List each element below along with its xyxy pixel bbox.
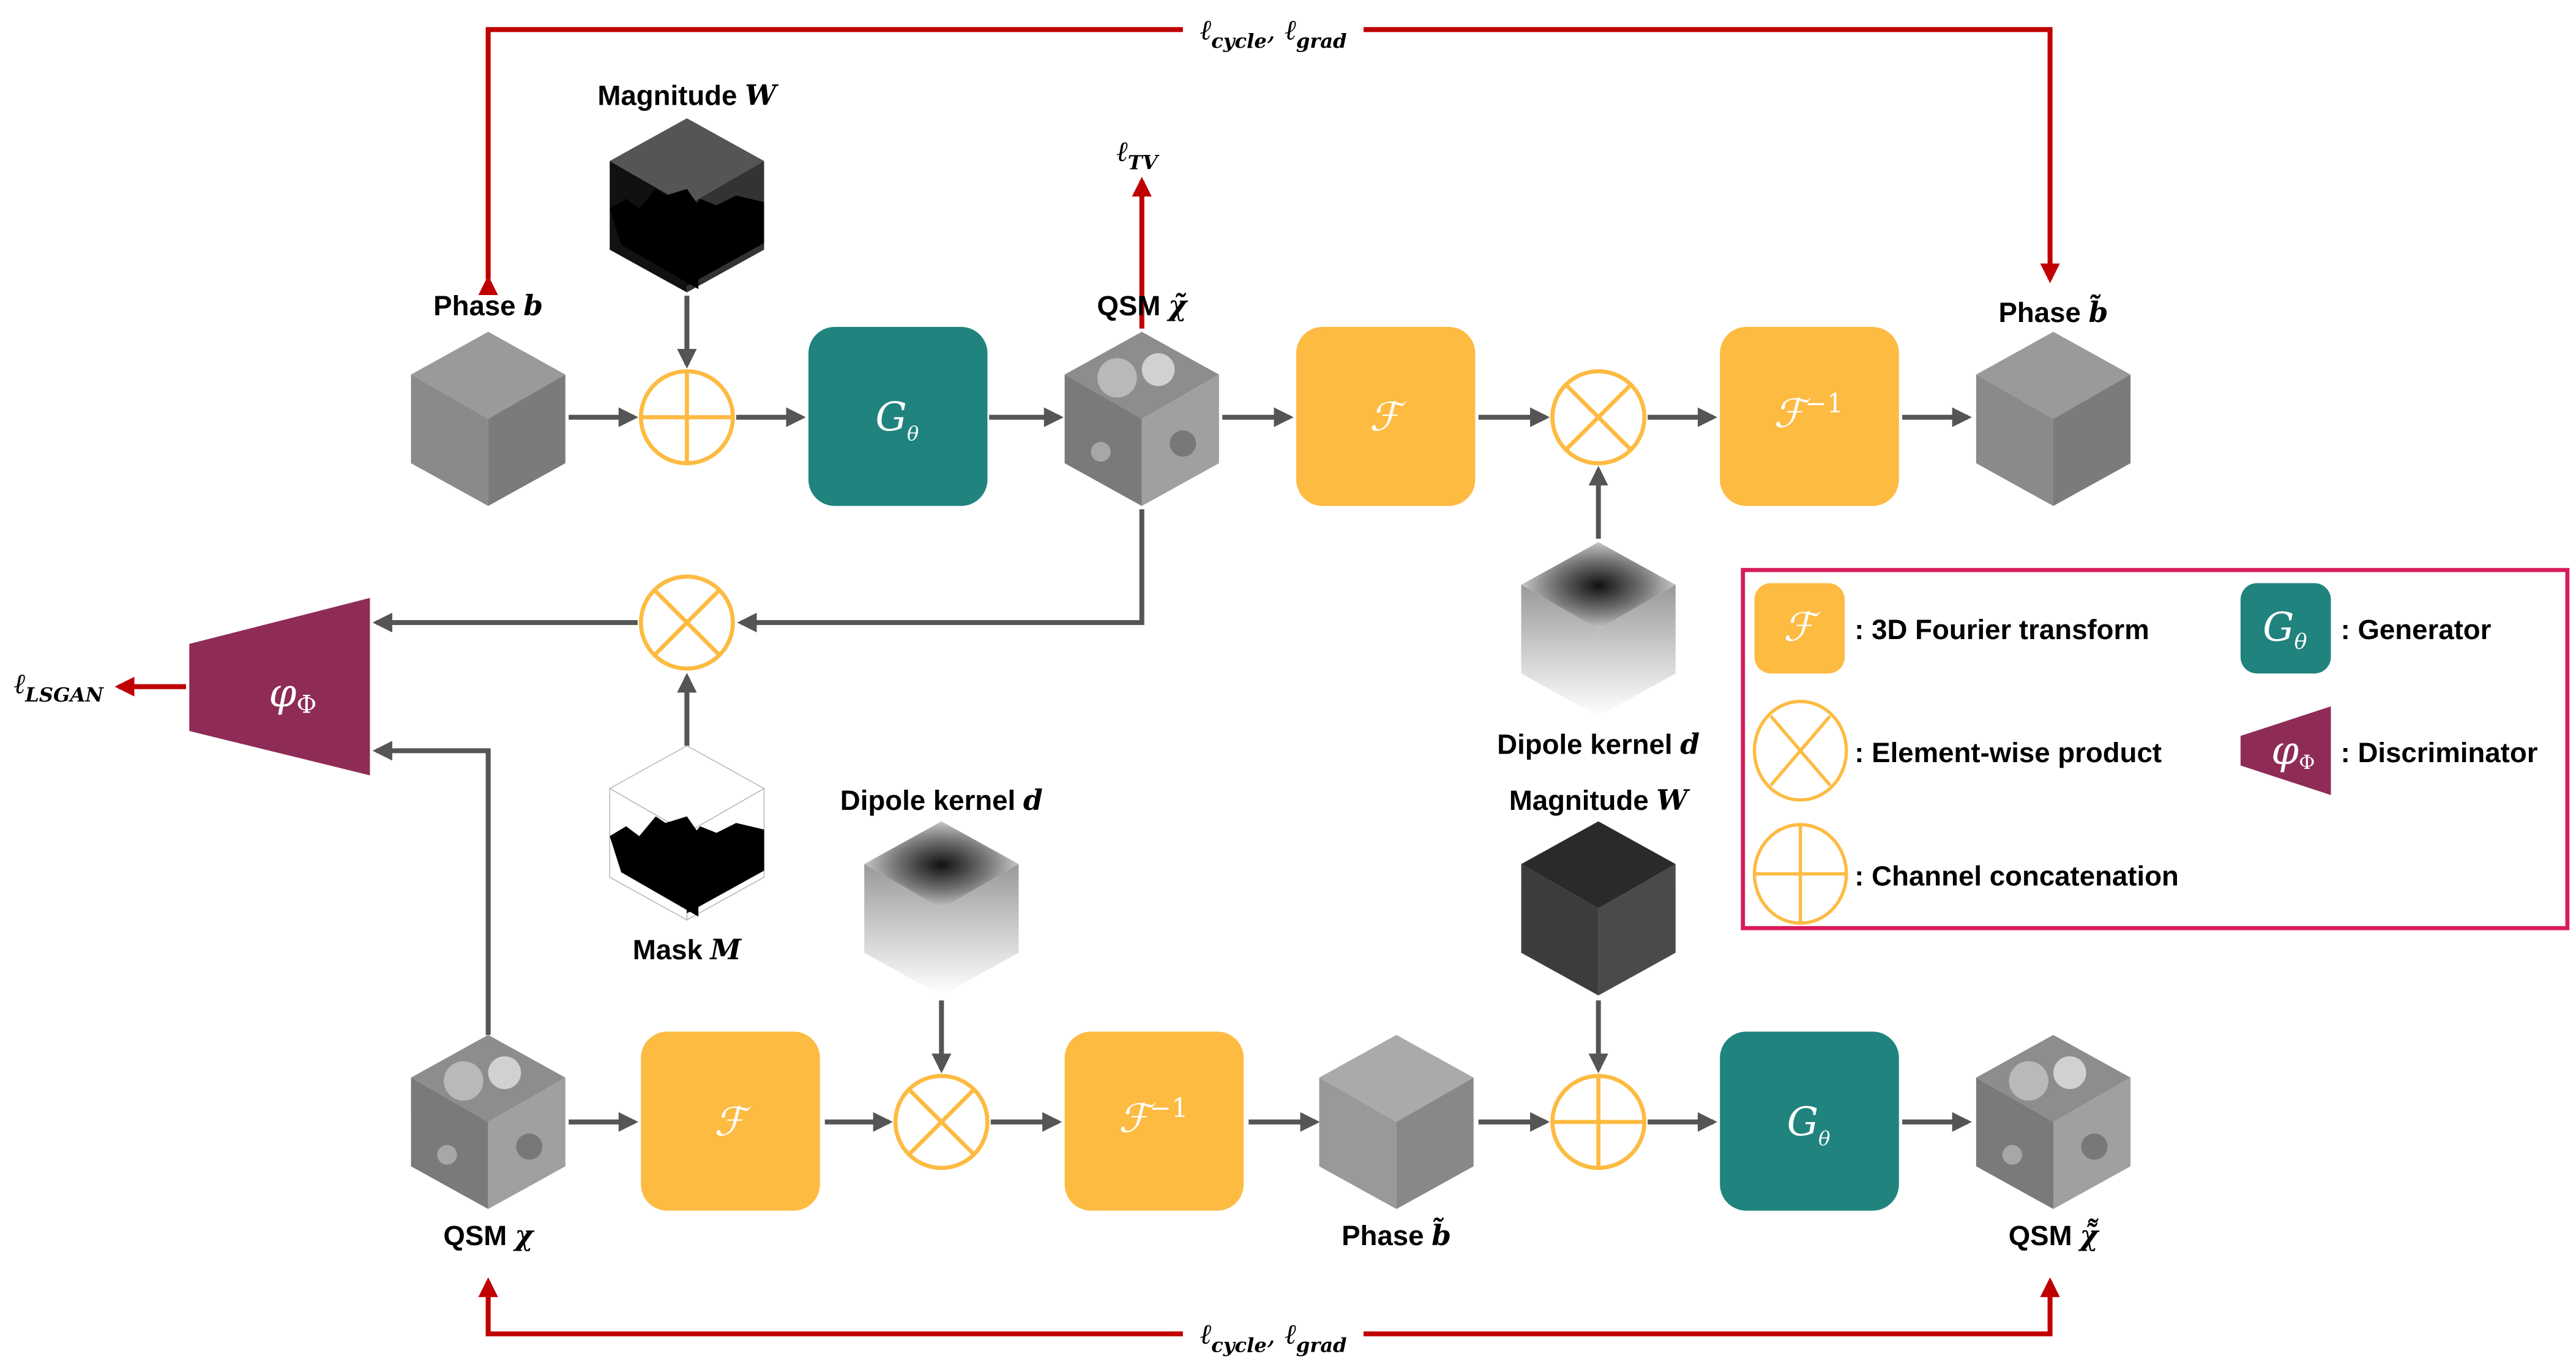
qsm-chichi-cube [1976, 1035, 2131, 1210]
legend-concat-label: : Channel concatenation [1854, 860, 2179, 891]
cycle-loss-bottom-label: ℓcycle, ℓgrad [1200, 1318, 1346, 1357]
legend-fourier-label: : 3D Fourier transform [1854, 614, 2149, 645]
generator-block-bottom: Gθ [1720, 1031, 1899, 1211]
phase-bb-cube [1976, 332, 2131, 506]
fourier-block-bottom: ℱ [641, 1031, 820, 1211]
lsgan-loss: ℓLSGAN [13, 667, 186, 706]
label-phase-bb: Phase b̃̃ [1999, 295, 2108, 329]
label-mask: Mask M [633, 933, 742, 966]
concat-operator-bottom [1550, 1074, 1647, 1170]
label-phase-b: Phase b [433, 289, 543, 322]
label-dipole-bottom: Dipole kernel d [840, 784, 1043, 817]
generator-block-top: Gθ [808, 327, 988, 506]
cycle-loss-bottom: ℓcycle, ℓgrad [478, 1277, 2060, 1357]
svg-text:Gθ: Gθ [875, 394, 919, 445]
label-qsm-chichi: QSM χ̃̃ [2009, 1219, 2100, 1252]
phase-btilde-cube [1319, 1035, 1474, 1210]
qsm-chi-cube [411, 1035, 566, 1210]
legend-discriminator-icon: φΦ [2240, 706, 2331, 795]
label-phase-btilde: Phase b̃ [1342, 1218, 1451, 1252]
magnitude-top-cube [610, 118, 764, 293]
discriminator-block: φΦ [189, 597, 370, 776]
label-magnitude-top: Magnitude W [597, 79, 778, 112]
legend: ℱ : 3D Fourier transform Gθ : Generator … [1741, 567, 2570, 930]
concat-operator-top [638, 369, 735, 466]
cycle-loss-top: ℓcycle, ℓgrad [478, 13, 2060, 295]
mask-product-operator [638, 574, 735, 671]
dipole-top-cube [1521, 542, 1676, 716]
label-qsm-chi: QSM χ [443, 1219, 535, 1252]
legend-discriminator-label: : Discriminator [2341, 737, 2538, 768]
svg-text:φΦ: φΦ [2271, 728, 2315, 774]
product-operator-bottom [893, 1074, 990, 1170]
inverse-fourier-block-bottom: ℱ−1 [1064, 1031, 1244, 1211]
qsm-top-cube [1064, 332, 1219, 506]
svg-text:φΦ: φΦ [269, 670, 316, 719]
inverse-fourier-block-top: ℱ−1 [1720, 327, 1899, 506]
dipole-bottom-cube [864, 821, 1019, 996]
lsgan-loss-label: ℓLSGAN [13, 667, 104, 706]
product-operator-top [1550, 369, 1647, 466]
flow-arrows [372, 296, 1972, 1132]
legend-concat-icon [1752, 823, 1848, 925]
legend-generator-icon: Gθ [2240, 583, 2331, 674]
legend-product-icon [1752, 700, 1848, 802]
label-dipole-top: Dipole kernel d [1497, 728, 1700, 761]
legend-fourier-icon: ℱ [1754, 583, 1845, 674]
svg-text:Gθ: Gθ [1787, 1099, 1831, 1150]
cycle-loss-top-label: ℓcycle, ℓgrad [1200, 13, 1346, 52]
tv-loss: ℓTV [1116, 135, 1160, 329]
tv-loss-label: ℓTV [1116, 135, 1160, 174]
svg-text:Gθ: Gθ [2263, 605, 2307, 654]
magnitude-bottom-cube [1521, 821, 1676, 996]
label-qsm-top: QSM χ̃ [1097, 289, 1189, 322]
label-magnitude-bottom: Magnitude W [1509, 784, 1690, 817]
legend-generator-label: : Generator [2341, 614, 2492, 645]
legend-product-label: : Element-wise product [1854, 737, 2162, 768]
fourier-block-top: ℱ [1296, 327, 1476, 506]
mask-cube [608, 745, 766, 921]
phase-b-cube [411, 332, 566, 506]
